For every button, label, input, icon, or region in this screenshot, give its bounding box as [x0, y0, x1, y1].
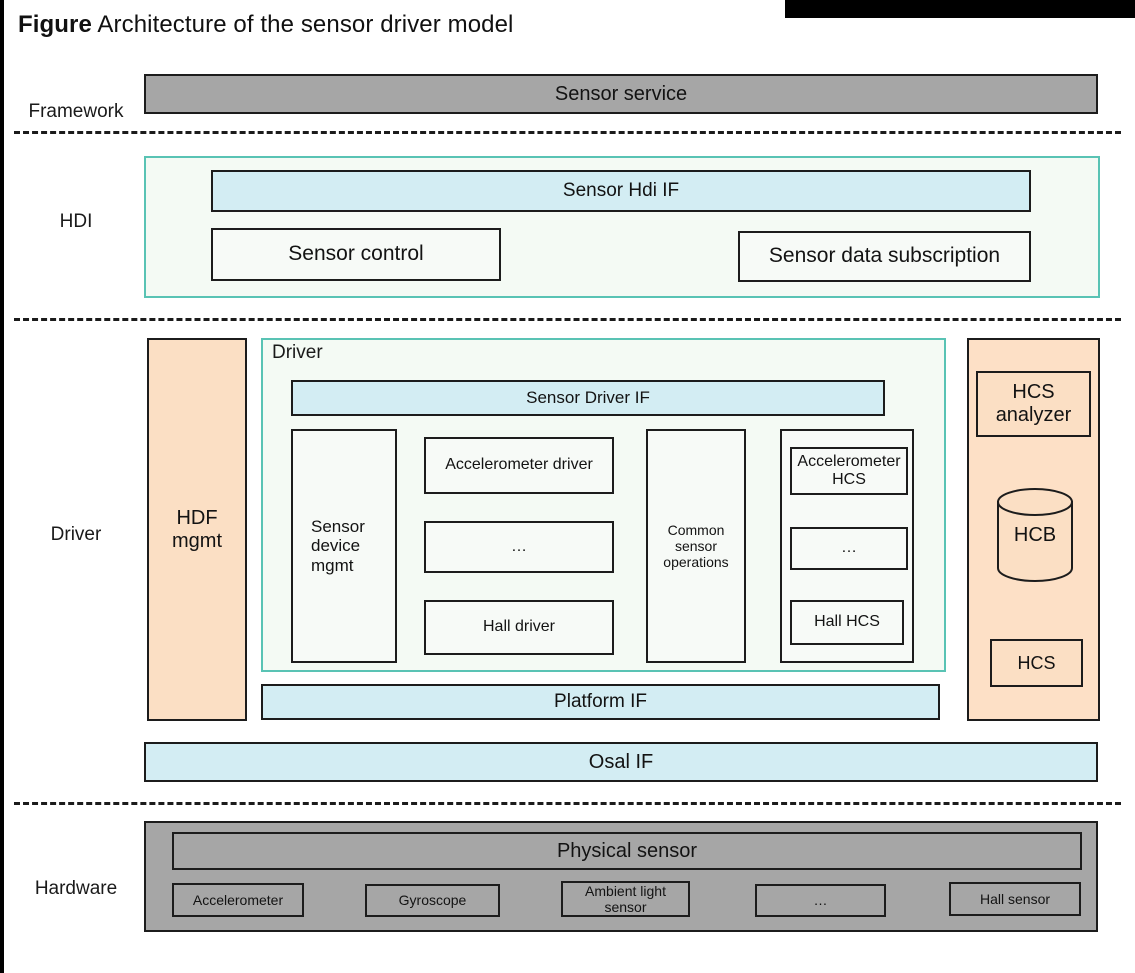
sensor-device-mgmt-line-1: Sensor [311, 516, 365, 536]
sensor-control-box[interactable]: Sensor control [211, 228, 501, 281]
layer-label-hdi: HDI [59, 211, 93, 232]
hcs-analyzer-line-2: analyzer [995, 404, 1072, 426]
common-sensor-operations-box[interactable]: Common sensor operations [646, 429, 746, 663]
sensor-service-box[interactable]: Sensor service [144, 74, 1098, 114]
driver-container-title: Driver [272, 342, 323, 363]
hardware-sensor-hall[interactable]: Hall sensor [949, 882, 1081, 916]
hcs-item-accelerometer-line-2: HCS [832, 471, 866, 488]
left-accent-bar [0, 0, 4, 973]
driver-item-accelerometer[interactable]: Accelerometer driver [424, 437, 614, 494]
common-sensor-operations-line-3: operations [663, 554, 729, 571]
common-sensor-operations-line-1: Common [667, 521, 725, 538]
driver-item-hall[interactable]: Hall driver [424, 600, 614, 655]
divider-driver-hardware [14, 802, 1121, 805]
hcs-item-hall[interactable]: Hall HCS [790, 600, 904, 645]
sensor-data-subscription-box[interactable]: Sensor data subscription [738, 231, 1031, 282]
sensor-device-mgmt-line-2: device [311, 536, 361, 556]
hardware-sensor-ambient-light[interactable]: Ambient light sensor [561, 881, 690, 917]
figure-label: Figure [18, 11, 92, 38]
hcs-analyzer-box[interactable]: HCS analyzer [976, 371, 1091, 437]
hardware-sensor-accelerometer[interactable]: Accelerometer [172, 883, 304, 917]
hcs-item-ellipsis[interactable]: … [790, 527, 908, 570]
hcs-analyzer-line-1: HCS [1012, 381, 1055, 403]
top-right-accent-bar [785, 0, 1135, 18]
ambient-light-line-2: sensor [604, 899, 647, 915]
osal-if-box[interactable]: Osal IF [144, 742, 1098, 782]
common-sensor-operations-line-2: sensor [674, 537, 718, 554]
sensor-hdi-if-box[interactable]: Sensor Hdi IF [211, 170, 1031, 212]
physical-sensor-box[interactable]: Physical sensor [172, 832, 1082, 870]
ambient-light-line-1: Ambient light [585, 882, 666, 899]
hcs-item-accelerometer-line-1: Accelerometer [797, 452, 901, 470]
layer-label-framework: Framework [28, 101, 124, 122]
sensor-device-mgmt-box[interactable]: Sensor device mgmt [291, 429, 397, 663]
hardware-sensor-gyroscope[interactable]: Gyroscope [365, 884, 500, 917]
hcb-cylinder[interactable]: HCB [996, 488, 1074, 582]
sensor-device-mgmt-line-3: mgmt [311, 555, 354, 575]
driver-item-ellipsis[interactable]: … [424, 521, 614, 573]
divider-framework-hdi [14, 131, 1121, 134]
hdf-mgmt-line-2: mgmt [172, 529, 222, 552]
layer-label-driver: Driver [50, 524, 102, 545]
figure-caption: Architecture of the sensor driver model [97, 11, 514, 38]
hcs-box[interactable]: HCS [990, 639, 1083, 687]
divider-hdi-driver [14, 318, 1121, 321]
page-title: Figure Architecture of the sensor driver… [18, 11, 513, 39]
hdf-mgmt-box[interactable]: HDF mgmt [147, 338, 247, 721]
platform-if-box[interactable]: Platform IF [261, 684, 940, 720]
layer-label-hardware: Hardware [34, 878, 118, 899]
hcs-item-accelerometer[interactable]: Accelerometer HCS [790, 447, 908, 495]
hardware-sensor-ellipsis[interactable]: … [755, 884, 886, 917]
hdf-mgmt-line-1: HDF [176, 506, 218, 529]
sensor-driver-if-box[interactable]: Sensor Driver IF [291, 380, 885, 416]
